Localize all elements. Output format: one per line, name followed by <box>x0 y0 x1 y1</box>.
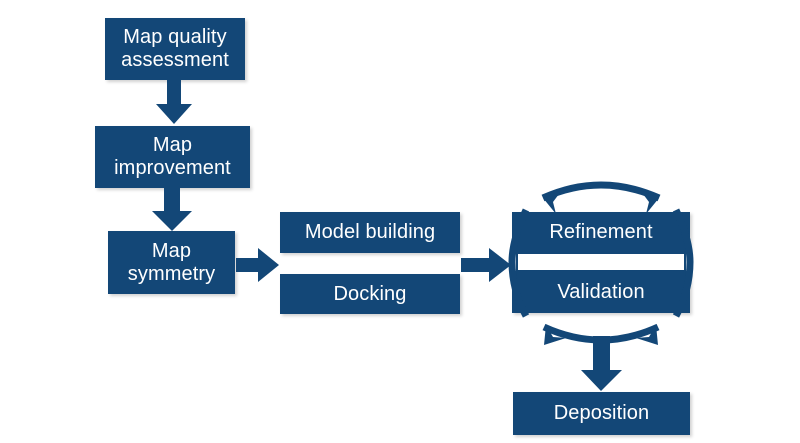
node-validation-label: Validation <box>557 280 645 303</box>
arrow-modeling-to-refinement-icon <box>461 248 511 282</box>
arrow-improvement-to-symmetry-icon <box>152 188 192 231</box>
node-deposition[interactable]: Deposition <box>513 392 690 435</box>
node-map-quality-assessment[interactable]: Map quality assessment <box>105 18 245 80</box>
node-deposition-label: Deposition <box>553 402 650 424</box>
arc-bottom-left-arrowhead-icon <box>544 325 566 345</box>
node-map-quality-assessment-label: Map quality assessment <box>121 26 229 71</box>
node-model-building-label: Model building <box>304 221 436 243</box>
node-map-symmetry-label: Map symmetry <box>127 239 216 285</box>
arc-top-left-arrowhead-icon <box>543 190 562 214</box>
arrow-quality-to-improvement-icon <box>156 80 192 124</box>
node-docking-label: Docking <box>333 282 407 305</box>
arc-refinement-validation-top <box>541 181 661 202</box>
node-model-building[interactable]: Model building <box>280 212 460 253</box>
node-map-improvement[interactable]: Map improvement <box>95 126 250 188</box>
arc-bottom-right-arrowhead-icon <box>636 325 658 345</box>
arc-top-right-arrowhead-icon <box>640 190 659 214</box>
arrow-cycle-to-deposition-icon <box>581 336 622 391</box>
refinement-validation-separator <box>516 252 686 272</box>
arc-refinement-validation-bottom <box>542 323 660 344</box>
arrow-symmetry-to-modeling-icon <box>236 248 279 282</box>
node-docking[interactable]: Docking <box>280 274 460 314</box>
node-map-symmetry[interactable]: Map symmetry <box>108 231 235 294</box>
node-refinement-label: Refinement <box>549 221 653 243</box>
node-validation[interactable]: Validation <box>512 271 690 313</box>
node-refinement[interactable]: Refinement <box>512 212 690 253</box>
node-map-improvement-label: Map improvement <box>114 134 231 179</box>
